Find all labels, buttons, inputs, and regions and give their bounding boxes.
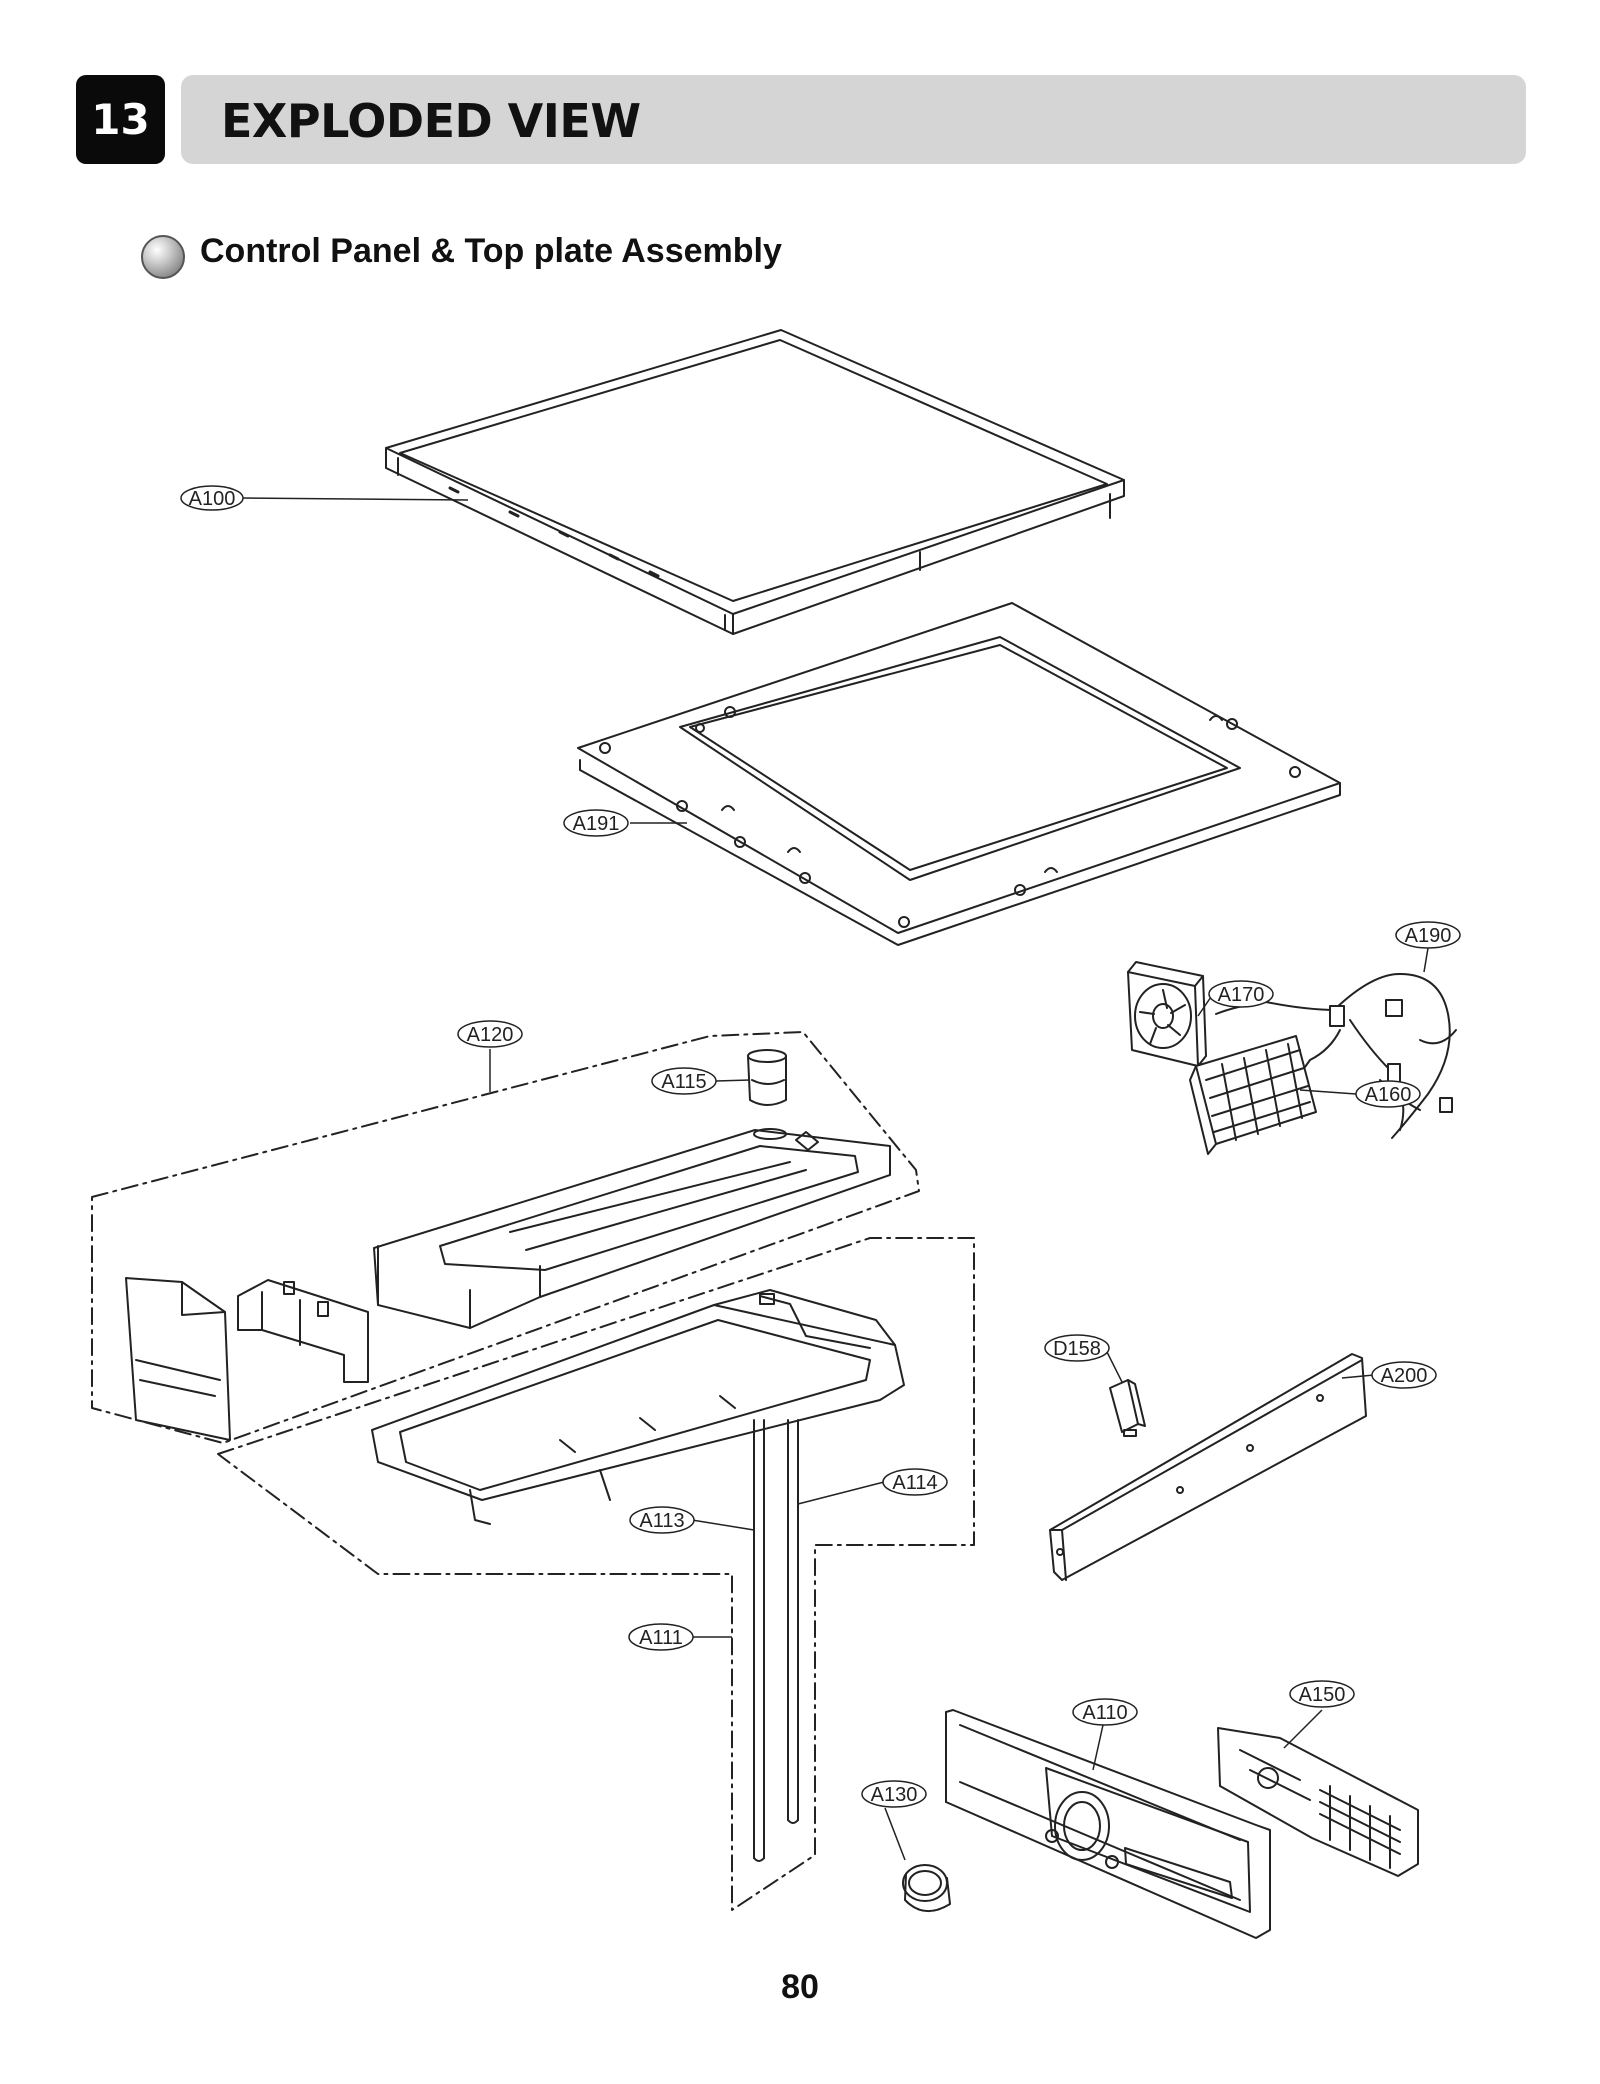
drawer-handle-part [125, 1277, 231, 1441]
callout-label: D158 [1053, 1338, 1101, 1360]
control-panel-part [945, 1709, 1271, 1939]
callout-label: A111 [639, 1627, 683, 1649]
bullet-icon [141, 235, 185, 279]
fan-part [1127, 961, 1207, 1067]
callout-a191: A191 [563, 809, 629, 837]
callout-label: A114 [892, 1472, 937, 1494]
callout-d158: D158 [1044, 1334, 1110, 1362]
callout-a111: A111 [628, 1623, 694, 1651]
callout-a115: A115 [651, 1067, 717, 1095]
leader-lines [242, 497, 1429, 1861]
main-board-part [1217, 1727, 1419, 1877]
callout-label: A191 [573, 813, 620, 835]
callout-label: A130 [871, 1784, 918, 1806]
callout-a200: A200 [1371, 1361, 1437, 1389]
pcb-bracket-part [1189, 1035, 1317, 1155]
callout-label: A100 [189, 488, 236, 510]
a111-assembly-boundary [217, 1237, 975, 1911]
callout-label: A115 [661, 1071, 706, 1093]
frame-part [577, 602, 1341, 946]
switch-part [1109, 1379, 1146, 1437]
dispenser-drawer-part [373, 1128, 891, 1329]
callout-label: A120 [467, 1024, 514, 1046]
callout-label: A150 [1299, 1684, 1346, 1706]
dispenser-housing-part [371, 1289, 905, 1525]
title-bar: EXPLODED VIEW [181, 75, 1526, 164]
top-plate-part [385, 329, 1125, 635]
a120-assembly-boundary [91, 1031, 920, 1444]
drawer-insert-part [237, 1279, 369, 1383]
callout-label: A110 [1082, 1702, 1127, 1724]
valve-cap-part [747, 1049, 787, 1106]
callout-label: A113 [639, 1510, 684, 1532]
page-number: 80 [781, 1968, 819, 2006]
callout-a100: A100 [180, 485, 244, 511]
mounting-bar-part [1049, 1353, 1367, 1581]
knob-part [902, 1864, 951, 1912]
callout-label: A160 [1365, 1084, 1412, 1106]
callout-a190: A190 [1395, 921, 1461, 949]
section-subtitle: Control Panel & Top plate Assembly [200, 232, 782, 270]
callout-a150: A150 [1289, 1680, 1355, 1708]
callout-a120: A120 [457, 1020, 523, 1048]
callout-label: A200 [1381, 1365, 1428, 1387]
callout-a160: A160 [1355, 1080, 1421, 1108]
callout-a113: A113 [629, 1506, 695, 1534]
callout-label: A170 [1218, 984, 1265, 1006]
callout-a114: A114 [882, 1468, 948, 1496]
callout-a130: A130 [861, 1780, 927, 1808]
callout-label: A190 [1405, 925, 1452, 947]
section-number-badge: 13 [76, 75, 165, 164]
page-title: EXPLODED VIEW [221, 94, 641, 148]
tube-part [753, 1419, 799, 1862]
callout-a170: A170 [1208, 980, 1274, 1008]
callout-a110: A110 [1072, 1698, 1138, 1726]
